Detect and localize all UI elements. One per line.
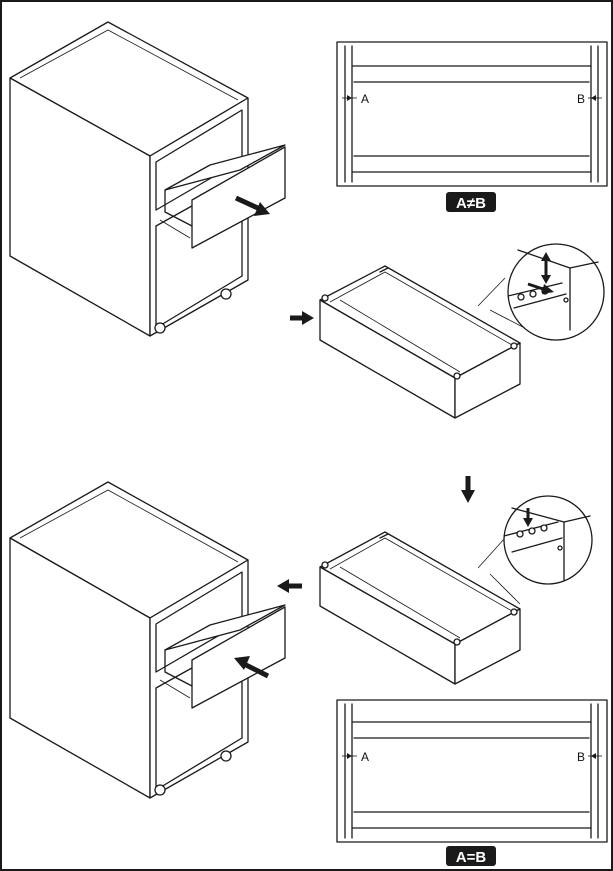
gap-label-a: A (361, 92, 369, 106)
gap-check-inset-bottom: A B (336, 699, 608, 843)
cabinet-drawer-insertion (9, 481, 286, 799)
unequal-gap-badge: A≠B (446, 192, 496, 212)
detail-magnifier-top (477, 243, 605, 341)
push-in-arrow (234, 656, 270, 679)
drawer-insertion-view (277, 476, 521, 685)
detail-magnifier-bottom (477, 495, 593, 605)
gap-label-b: B (577, 92, 585, 106)
drawer-adjustment-view (290, 265, 521, 419)
svg-text:A≠B: A≠B (456, 195, 486, 212)
equal-gap-badge: A=B (446, 846, 496, 866)
cabinet-drawer-removal (9, 21, 286, 337)
gap-check-inset-top: A B (336, 41, 608, 187)
push-arrow (290, 311, 314, 325)
left-arrow (277, 579, 302, 593)
svg-text:A=B: A=B (456, 849, 487, 866)
pull-out-arrow (234, 195, 270, 216)
gap-label-a: A (361, 750, 369, 764)
down-arrow (461, 476, 475, 503)
gap-label-b: B (577, 750, 585, 764)
